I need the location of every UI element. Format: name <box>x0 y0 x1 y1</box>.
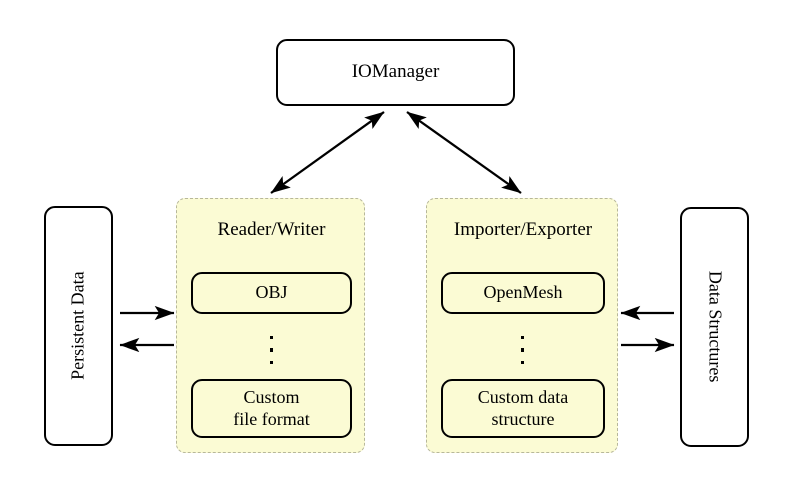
group-importer-exporter[interactable]: Importer/Exporter OpenMesh Custom data s… <box>426 198 618 453</box>
item-custom-data-structure[interactable]: Custom data structure <box>441 379 605 438</box>
node-iomanager[interactable]: IOManager <box>276 39 515 106</box>
node-data-structures[interactable]: Data Structures <box>680 207 749 447</box>
ellipsis-importer-exporter <box>513 336 532 364</box>
group-reader-writer-title: Reader/Writer <box>217 219 326 240</box>
node-iomanager-label: IOManager <box>351 61 440 83</box>
item-custom-file-format-line1: Custom <box>243 386 300 407</box>
group-reader-writer[interactable]: Reader/Writer OBJ Custom file format <box>176 198 365 453</box>
item-obj-label: OBJ <box>255 282 288 303</box>
item-custom-data-structure-line1: Custom data <box>477 386 569 407</box>
item-openmesh-label: OpenMesh <box>483 282 563 303</box>
item-obj[interactable]: OBJ <box>191 272 352 314</box>
ellipsis-reader-writer <box>262 336 281 364</box>
item-custom-file-format-line2: file format <box>233 408 310 429</box>
group-importer-exporter-title: Importer/Exporter <box>453 219 593 240</box>
connector-iomanager-reader-writer <box>270 111 385 194</box>
item-custom-file-format[interactable]: Custom file format <box>191 379 352 438</box>
node-persistent-data[interactable]: Persistent Data <box>44 206 113 446</box>
connector-iomanager-importer-exporter <box>406 111 522 194</box>
node-data-structures-label: Data Structures <box>705 271 726 383</box>
node-persistent-data-label: Persistent Data <box>67 271 88 381</box>
item-openmesh[interactable]: OpenMesh <box>441 272 605 314</box>
item-custom-data-structure-line2: structure <box>491 408 555 429</box>
